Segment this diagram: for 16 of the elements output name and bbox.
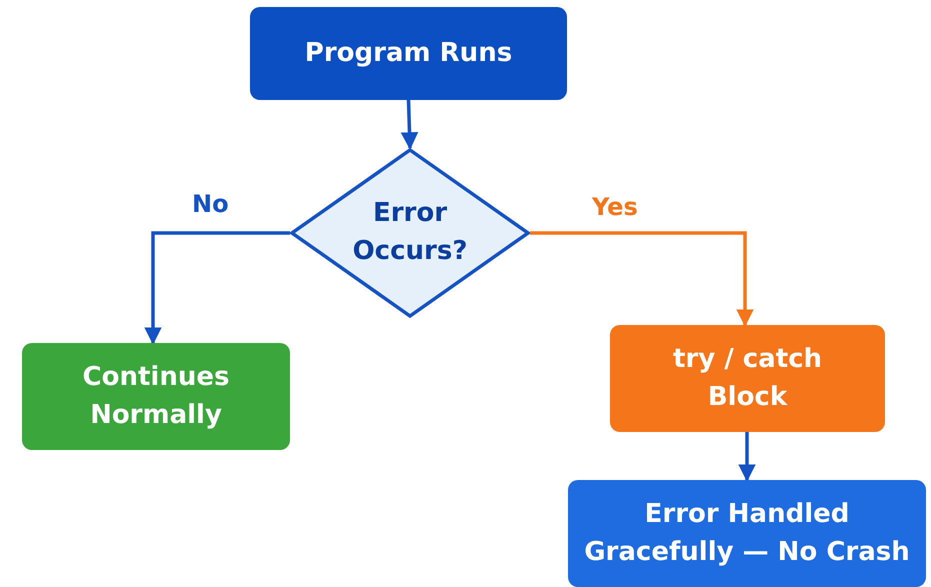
- node-label: Error Occurs?: [352, 197, 468, 268]
- arrow: [400, 100, 418, 150]
- edge-label: Yes: [592, 193, 638, 221]
- process-box: [250, 7, 567, 100]
- node-label: Program Runs: [304, 36, 512, 70]
- node-label: Error Handled Gracefully — No Crash: [583, 498, 911, 568]
- process-box: [610, 325, 885, 432]
- process-box: [22, 343, 290, 450]
- arrow: [738, 432, 756, 482]
- node-label: try / catch Block: [672, 342, 824, 414]
- process-box: [568, 480, 926, 587]
- arrow: [530, 231, 754, 327]
- edge-label: No: [192, 190, 229, 218]
- node-label: Continues Normally: [82, 360, 230, 432]
- decision-diamond: [290, 148, 530, 318]
- arrow: [144, 231, 290, 345]
